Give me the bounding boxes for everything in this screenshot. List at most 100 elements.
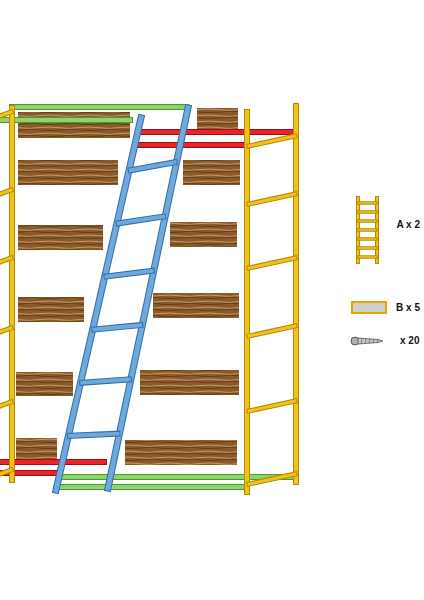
- leaning-ladder: [82, 379, 129, 382]
- screw-icon: [361, 338, 378, 344]
- side-frame: [249, 194, 295, 204]
- ladder-icon: [359, 239, 376, 240]
- red-bar: [0, 460, 104, 464]
- ladder-icon: [359, 229, 376, 231]
- leaning-ladder: [119, 217, 163, 224]
- side-frame: [249, 194, 295, 204]
- side-frame: [0, 328, 11, 332]
- wood-shelf: [125, 440, 237, 465]
- ladder-icon: [359, 219, 376, 223]
- ladder-icon: [359, 246, 376, 250]
- wood-shelf: [16, 372, 73, 396]
- side-frame: [249, 474, 295, 484]
- side-frame: [0, 328, 11, 332]
- leaning-ladder: [82, 379, 129, 382]
- ladder-icon: [359, 248, 376, 249]
- green-bar: [12, 104, 186, 110]
- side-frame: [0, 402, 11, 406]
- side-frame: [0, 328, 11, 332]
- side-frame: [293, 106, 299, 482]
- ladder-icon: [359, 202, 376, 204]
- side-frame: [249, 401, 295, 411]
- wood-shelf: [153, 293, 239, 318]
- side-frame: [249, 326, 295, 336]
- leaning-ladder: [56, 118, 141, 490]
- frame-bar: [0, 106, 377, 492]
- side-frame: [10, 108, 14, 480]
- part-count: x 20: [400, 335, 419, 347]
- wood-shelf: [183, 160, 240, 185]
- green-bar: [60, 487, 245, 488]
- side-frame: [0, 190, 11, 194]
- green-bar: [12, 107, 186, 108]
- leaning-ladder: [107, 271, 152, 277]
- leaning-ladder: [94, 325, 140, 329]
- side-frame: [296, 106, 297, 482]
- green-bar: [0, 117, 130, 123]
- ladder-icon: [359, 211, 376, 213]
- side-frame: [249, 474, 295, 484]
- ladder-icon: [359, 247, 376, 249]
- leaning-ladder: [94, 325, 140, 329]
- ladder-icon: [359, 256, 376, 258]
- ladder-icon: [359, 221, 376, 222]
- side-frame: [249, 401, 295, 411]
- plank-icon: [352, 302, 386, 313]
- side-frame: [0, 470, 11, 474]
- ladder-icon: [359, 203, 376, 204]
- leaning-ladder: [56, 118, 141, 490]
- side-frame: [294, 106, 298, 482]
- side-frame: [0, 470, 11, 474]
- side-frame: [0, 258, 11, 262]
- leaning-ladder: [119, 217, 163, 224]
- ladder-icon: [359, 238, 376, 240]
- side-frame: [0, 190, 11, 194]
- red-bar: [0, 462, 104, 463]
- green-bar: [0, 118, 130, 122]
- side-frame: [249, 194, 295, 204]
- side-frame: [0, 402, 11, 406]
- side-frame: [249, 136, 295, 146]
- leaning-ladder: [70, 434, 117, 436]
- side-frame: [0, 112, 11, 116]
- ladder-icon: [359, 210, 376, 214]
- leaning-ladder: [70, 434, 117, 436]
- side-frame: [244, 112, 250, 492]
- leaning-ladder: [107, 271, 152, 277]
- parts-icon: [351, 302, 386, 345]
- side-frame: [249, 401, 295, 411]
- wood-shelf: [18, 160, 118, 185]
- screw-icon: [358, 338, 383, 344]
- ladder-icon: [359, 255, 376, 259]
- green-bar: [60, 477, 296, 478]
- side-frame: [0, 112, 11, 116]
- wood-shelf: [18, 225, 103, 250]
- leaning-ladder: [94, 325, 140, 329]
- wood-shelf: [16, 438, 57, 460]
- side-frame: [249, 474, 295, 484]
- green-bar: [60, 484, 245, 490]
- side-frame: [0, 112, 11, 116]
- green-bar: [12, 105, 186, 109]
- red-bar: [0, 459, 104, 465]
- ladder-icon: [359, 257, 376, 258]
- wood-shelf: [197, 108, 238, 130]
- wood-shelf: [18, 112, 130, 138]
- red-bar: [140, 143, 245, 147]
- side-frame: [0, 470, 11, 474]
- side-frame: [0, 190, 11, 194]
- side-frame: [9, 108, 15, 480]
- part-count: A x 2: [396, 219, 420, 231]
- wood-shelf: [170, 222, 237, 247]
- leaning-ladder: [70, 434, 117, 436]
- ladder-icon: [359, 228, 376, 232]
- leaning-ladder: [119, 217, 163, 224]
- side-frame: [249, 136, 295, 146]
- green-bar: [0, 120, 130, 121]
- side-frame: [245, 112, 249, 492]
- red-bar: [140, 145, 245, 146]
- wood-shelf: [18, 297, 84, 322]
- ladder-icon: [359, 212, 376, 213]
- side-frame: [249, 258, 295, 268]
